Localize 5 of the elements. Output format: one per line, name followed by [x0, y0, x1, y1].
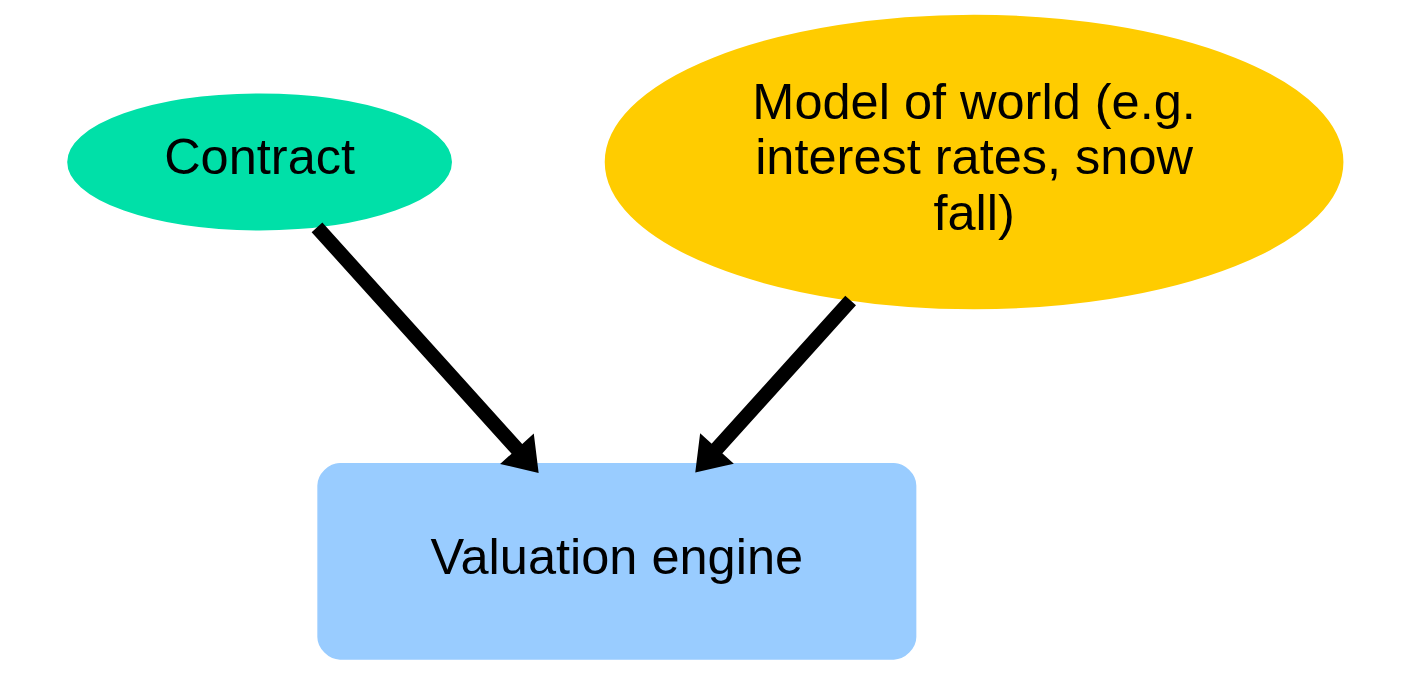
node-box: Valuation engine — [317, 462, 917, 660]
node-ellipse: Model of world (e.g. interest rates, snow fall) — [604, 14, 1344, 310]
node-ellipse: Contract — [67, 93, 452, 231]
arrow — [311, 222, 539, 473]
arrow — [695, 295, 856, 473]
